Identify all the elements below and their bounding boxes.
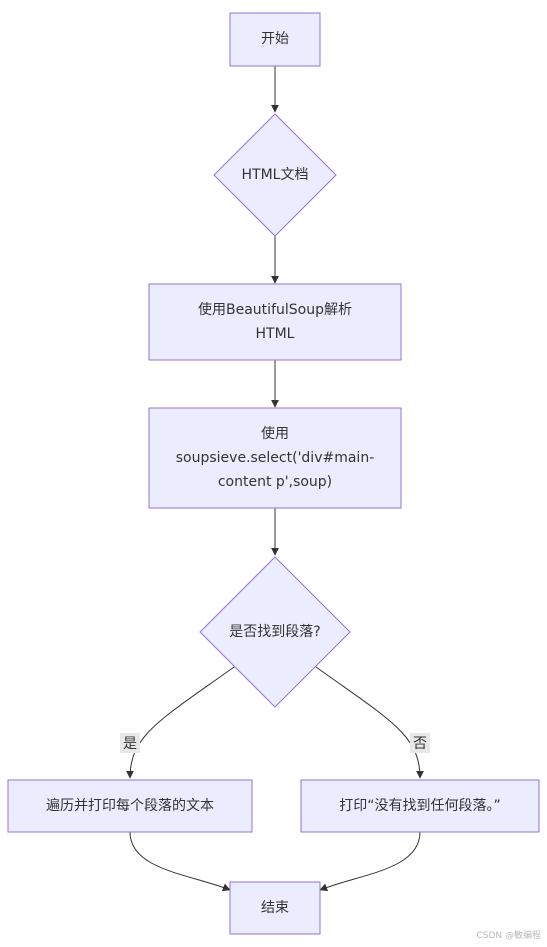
node-print-all: 遍历并打印每个段落的文本 [7, 779, 253, 833]
node-start-label: 开始 [261, 31, 289, 47]
node-html-doc-label: HTML文档 [242, 167, 309, 183]
node-decision-label: 是否找到段落? [229, 624, 320, 640]
watermark: CSDN @敏编程 [476, 931, 541, 941]
node-end: 结束 [229, 881, 321, 935]
edge-decision-no [315, 666, 424, 779]
node-select-line-1: 使用 [261, 425, 289, 442]
edge-decision-yes [126, 666, 235, 779]
edge-label-no-text: 否 [413, 736, 427, 752]
edge-print-all-to-end [129, 831, 231, 892]
node-print-none-label: 打印“没有找到任何段落。” [339, 797, 501, 814]
node-print-none: 打印“没有找到任何段落。” [300, 779, 540, 833]
edge-print-none-to-end [319, 831, 421, 892]
node-select-line-2: soupsieve.select('div#main- [176, 450, 375, 466]
node-end-label: 结束 [261, 900, 289, 916]
edge-label-no: 否 [410, 733, 430, 753]
node-parse: 使用BeautifulSoup解析 HTML [148, 283, 402, 361]
node-decision: 是否找到段落? [199, 556, 351, 708]
node-html-doc: HTML文档 [213, 113, 337, 237]
node-start: 开始 [229, 12, 321, 67]
node-print-all-label: 遍历并打印每个段落的文本 [46, 797, 214, 814]
edge-label-yes-text: 是 [123, 736, 137, 752]
node-parse-line-2: HTML [256, 326, 295, 342]
node-select-line-3: content p',soup) [218, 474, 332, 490]
node-select: 使用 soupsieve.select('div#main- content p… [148, 407, 402, 509]
edge-label-yes: 是 [120, 733, 140, 753]
node-parse-line-1: 使用BeautifulSoup解析 [198, 301, 352, 318]
